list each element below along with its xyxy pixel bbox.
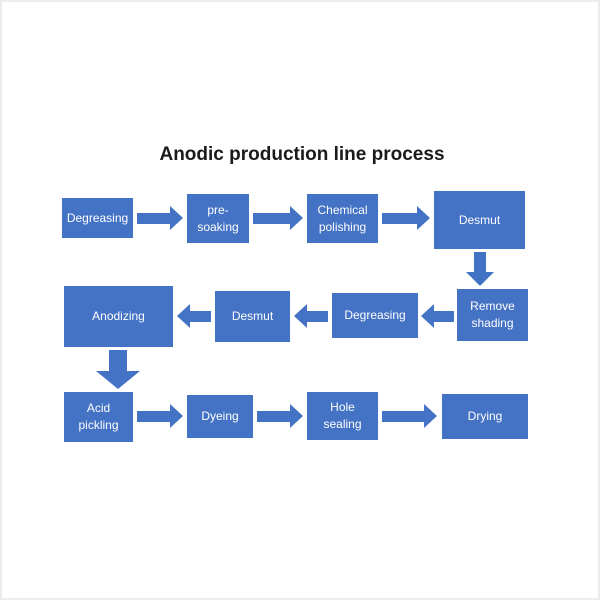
arrow-head — [290, 404, 303, 428]
flow-arrow-down-icon — [96, 350, 140, 389]
step-chemical-polishing: Chemical polishing — [307, 194, 378, 243]
step-drying: Drying — [442, 394, 528, 439]
arrow-head — [417, 206, 430, 230]
arrow-shaft — [382, 212, 417, 224]
step-hole-sealing: Hole sealing — [307, 392, 378, 440]
arrow-shaft — [473, 252, 486, 272]
step-dyeing: Dyeing — [187, 395, 253, 438]
step-degreasing-2: Degreasing — [332, 293, 418, 338]
flow-arrow-right-icon — [382, 403, 437, 429]
arrow-shaft — [137, 212, 170, 224]
flow-arrow-right-icon — [137, 403, 183, 429]
arrow-shaft — [257, 410, 290, 422]
step-anodizing: Anodizing — [64, 286, 173, 347]
arrow-shaft — [307, 310, 328, 322]
step-degreasing: Degreasing — [62, 198, 133, 238]
flow-arrow-left-icon — [294, 303, 328, 329]
arrow-head — [290, 206, 303, 230]
step-desmut: Desmut — [434, 191, 525, 249]
step-remove-shading: Remove shading — [457, 289, 528, 341]
arrow-shaft — [190, 310, 211, 322]
arrow-shaft — [382, 410, 424, 422]
arrow-head — [96, 371, 140, 389]
arrow-shaft — [109, 350, 127, 371]
arrow-head — [170, 206, 183, 230]
flow-arrow-right-icon — [257, 403, 303, 429]
step-pre-soaking: pre-soaking — [187, 194, 249, 243]
flow-arrow-left-icon — [421, 303, 454, 329]
step-acid-pickling: Acid pickling — [64, 392, 133, 442]
arrow-shaft — [137, 410, 170, 422]
arrow-head — [177, 304, 190, 328]
flow-arrow-right-icon — [137, 205, 183, 231]
flow-arrow-left-icon — [177, 303, 211, 329]
arrow-head — [421, 304, 434, 328]
flow-arrow-down-icon — [465, 252, 494, 286]
flow-arrow-right-icon — [253, 205, 303, 231]
arrow-head — [465, 272, 494, 286]
arrow-head — [424, 404, 437, 428]
step-desmut-2: Desmut — [215, 291, 290, 342]
arrow-head — [170, 404, 183, 428]
diagram-title: Anodic production line process — [159, 144, 445, 165]
arrow-shaft — [253, 212, 290, 224]
arrow-head — [294, 304, 307, 328]
flow-arrow-right-icon — [382, 205, 430, 231]
arrow-shaft — [434, 310, 454, 322]
